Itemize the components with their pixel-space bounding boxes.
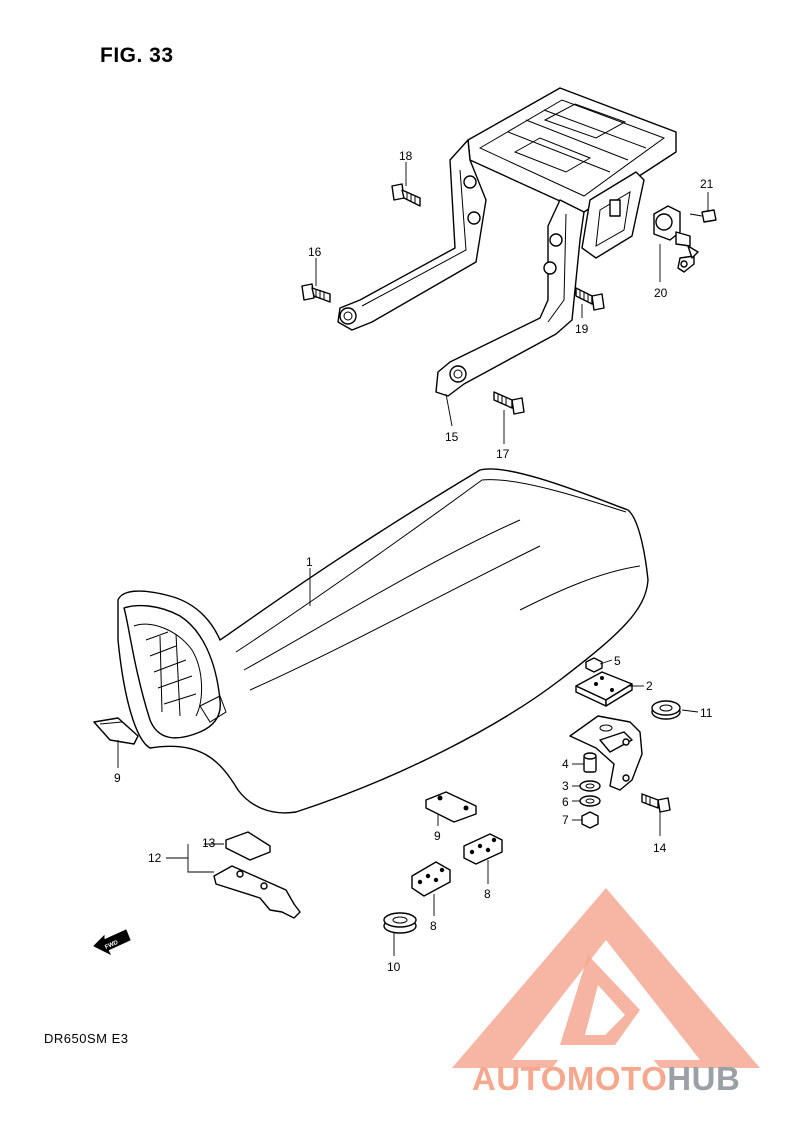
callout-10: 10 [387, 960, 401, 974]
grommet-10 [383, 912, 417, 934]
callout-6: 6 [562, 795, 569, 809]
seat-lock-20 [653, 205, 699, 273]
watermark-text-part1: AUTOMOTO [472, 1060, 668, 1097]
leader-lines [117, 162, 709, 956]
collar-4 [583, 752, 597, 773]
bracket-12 [213, 865, 301, 919]
fwd-label: FWD [104, 940, 120, 951]
screw-21 [689, 209, 717, 223]
grommet-11 [651, 700, 681, 720]
callout-17: 17 [496, 447, 510, 461]
cushion-8-right [463, 833, 503, 865]
callout-5: 5 [614, 654, 621, 668]
bolt-17 [493, 391, 525, 415]
bolt-16 [301, 283, 331, 303]
automotohub-triangle-logo [452, 888, 760, 1068]
nut-5 [585, 657, 603, 673]
rear-carrier [337, 87, 677, 397]
bolt-14 [641, 793, 671, 813]
bolt-18 [391, 183, 421, 207]
callout-9-center: 9 [434, 829, 441, 843]
callout-21: 21 [700, 177, 714, 191]
bolt-19 [575, 287, 605, 311]
figure-title: FIG. 33 [100, 44, 174, 67]
washer-6 [579, 795, 601, 807]
callout-19: 19 [575, 322, 589, 336]
model-code: DR650SM E3 [44, 1031, 129, 1046]
callout-15: 15 [445, 430, 459, 444]
cushion-8-left [411, 861, 451, 897]
callout-8-left: 8 [430, 919, 437, 933]
callout-3: 3 [562, 779, 569, 793]
callout-2: 2 [646, 679, 653, 693]
seat-assembly [117, 468, 649, 814]
callout-1: 1 [306, 555, 313, 569]
watermark-text-part2: HUB [667, 1060, 741, 1097]
nut-7 [581, 811, 599, 829]
callout-14: 14 [653, 841, 667, 855]
callout-4: 4 [562, 757, 569, 771]
seat-bracket [569, 715, 643, 791]
callout-8-right: 8 [484, 887, 491, 901]
cushion-9-left [93, 717, 139, 745]
washer-3 [579, 780, 601, 792]
callout-11: 11 [700, 706, 713, 720]
callout-20: 20 [654, 286, 668, 300]
cushion-13 [225, 831, 271, 861]
callouts: 1 2 3 4 5 6 7 8 8 9 9 10 11 12 13 14 15 … [114, 149, 714, 974]
callout-12: 12 [148, 851, 162, 865]
watermark-text: AUTOMOTOHUB [472, 1060, 740, 1098]
forward-arrow-icon: FWD [93, 929, 131, 956]
callout-7: 7 [562, 813, 569, 827]
callout-9-left: 9 [114, 771, 121, 785]
cushion-9-center [425, 791, 477, 823]
callout-18: 18 [399, 149, 413, 163]
callout-16: 16 [308, 245, 322, 259]
cushion-2 [575, 671, 633, 707]
callout-13: 13 [202, 836, 216, 850]
